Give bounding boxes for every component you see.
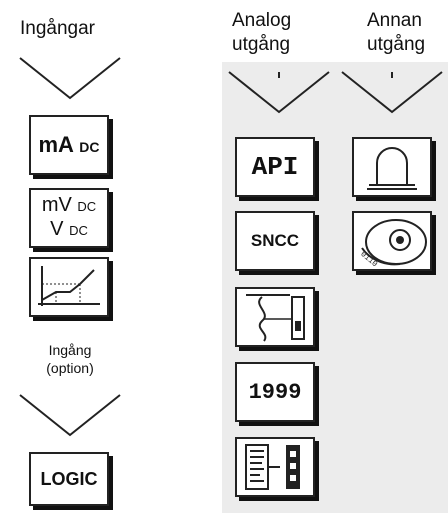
option-input-caption-line2: (option) — [46, 360, 94, 376]
logic-input-tile[interactable]: LOGIC — [29, 452, 109, 506]
linearization-graph-icon — [38, 266, 100, 306]
sncc-label: SNCC — [250, 231, 300, 250]
pulse-counter-output-tile[interactable]: 0110 — [352, 211, 432, 271]
pid-controller-output-tile[interactable] — [235, 437, 315, 497]
dc-sub: DC — [79, 139, 100, 155]
inputs-down-arrow-icon — [19, 57, 121, 100]
pid-controller-icon — [245, 444, 300, 490]
api-label: API — [251, 152, 299, 182]
option-down-arrow-icon — [19, 394, 121, 437]
disk-pulse-icon: 0110 — [358, 219, 427, 268]
recorder-output-tile[interactable] — [235, 287, 315, 347]
sncc-output-tile[interactable]: SNCC — [235, 211, 315, 271]
alarm-lamp-icon — [367, 147, 417, 190]
analog-output-header-line1: Analog — [232, 10, 292, 31]
other-output-header-line1: Annan — [367, 10, 422, 31]
inputs-panel — [0, 0, 140, 513]
alarm-light-output-tile[interactable] — [352, 137, 432, 197]
analog-output-header-line2: utgång — [232, 34, 291, 55]
analog-down-arrow-icon — [228, 71, 330, 114]
mv-unit: mV — [41, 194, 72, 216]
ma-dc-label: mA DC — [39, 132, 100, 158]
v-unit: V — [50, 218, 64, 240]
mv-dc-input-tile[interactable]: mV DC V DC — [29, 188, 109, 248]
inputs-header: Ingångar — [20, 18, 96, 39]
other-output-header-line2: utgång — [367, 34, 426, 55]
other-down-arrow-icon — [341, 71, 443, 114]
chart-recorder-icon — [246, 294, 305, 342]
display-1999-output-tile[interactable]: 1999 — [235, 362, 315, 422]
option-input-caption-line1: Ingång — [48, 342, 92, 358]
api-output-tile[interactable]: API — [235, 137, 315, 197]
dc-sub: DC — [69, 223, 88, 238]
display-1999-label: 1999 — [248, 379, 302, 405]
logic-label: LOGIC — [40, 468, 98, 489]
mv-dc-label: mV DC V DC — [42, 194, 96, 242]
dc-sub: DC — [77, 199, 97, 214]
ma-unit: mA — [38, 132, 74, 157]
linearization-input-tile[interactable] — [29, 257, 109, 317]
ma-dc-input-tile[interactable]: mA DC — [29, 115, 109, 175]
